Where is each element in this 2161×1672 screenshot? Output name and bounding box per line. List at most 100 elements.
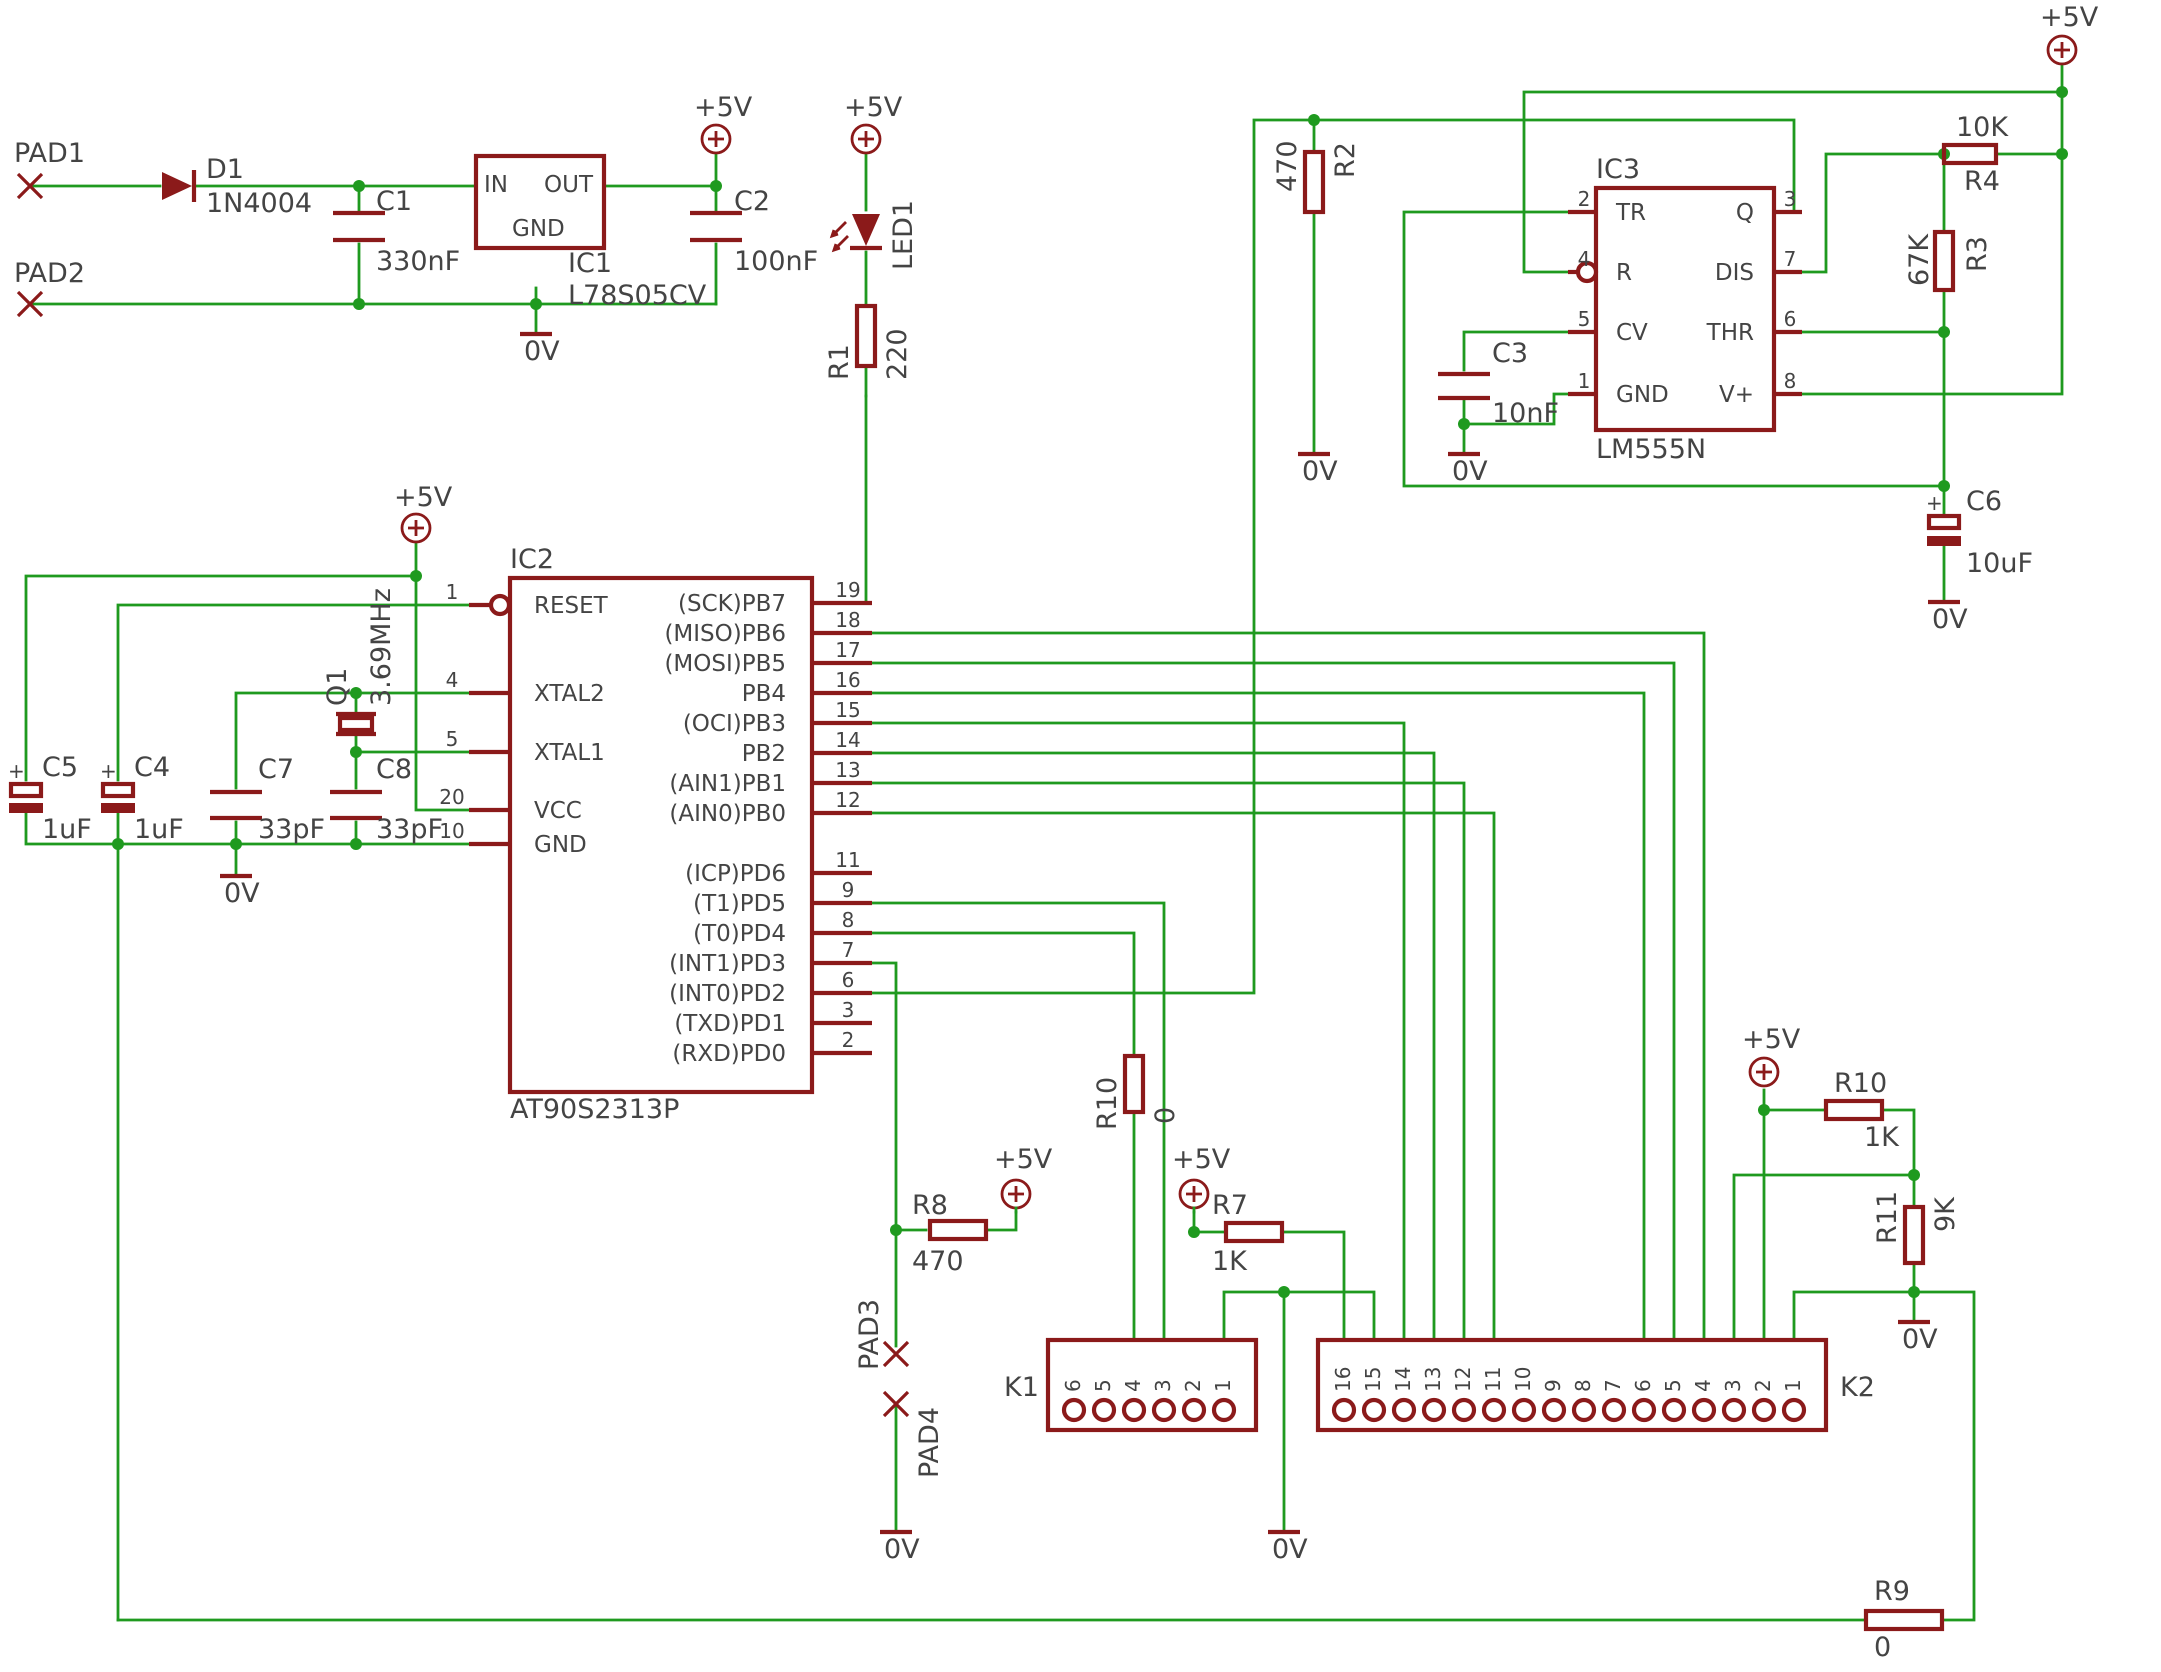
ic3-pin-number: 5: [1578, 307, 1591, 331]
svg-text:R7: R7: [1212, 1190, 1248, 1221]
svg-text:LM555N: LM555N: [1596, 434, 1706, 465]
r8-resistor: R8 470: [912, 1190, 989, 1277]
ic3-pin-label: THR: [1706, 320, 1754, 346]
ic3-pin-label: GND: [1616, 382, 1669, 408]
svg-text:0: 0: [1150, 1107, 1181, 1124]
ic2-pin-label: (T1)PD5: [693, 891, 786, 917]
r10-resistor-zero: R10 0: [1092, 1053, 1181, 1130]
svg-text:220: 220: [882, 328, 913, 380]
ic2-pin-label: (RXD)PD0: [672, 1041, 786, 1067]
ic2-microcontroller: IC2 AT90S2313P 1RESET4XTAL25XTAL120VCC10…: [439, 544, 872, 1125]
svg-text:1uF: 1uF: [42, 814, 92, 845]
svg-text:+5V: +5V: [2040, 2, 2099, 33]
svg-text:PAD4: PAD4: [914, 1407, 945, 1478]
svg-text:67K: 67K: [1904, 233, 1935, 286]
ic2-pin-label: (MISO)PB6: [664, 621, 786, 647]
svg-text:IC3: IC3: [1596, 154, 1640, 185]
r1-resistor: R1 220: [824, 303, 913, 380]
pad4: PAD4: [882, 1390, 945, 1478]
svg-text:L78S05CV: L78S05CV: [568, 280, 707, 311]
gnd-symbol-6: 0V: [1898, 1319, 1938, 1355]
connector-pin: [1751, 1397, 1777, 1423]
svg-text:0V: 0V: [1302, 456, 1338, 487]
connector-pin-number: 12: [1451, 1367, 1475, 1392]
ic3-pin-number: 3: [1784, 187, 1797, 211]
ic2-pin-number: 17: [835, 638, 860, 662]
svg-text:+: +: [1926, 491, 1943, 515]
connector-pin-number: 15: [1361, 1367, 1385, 1392]
ic3-pin-number: 4: [1578, 247, 1591, 271]
svg-text:D1: D1: [206, 154, 244, 185]
pad2: PAD2: [14, 258, 85, 318]
connector-pin: [1571, 1397, 1597, 1423]
ic3-pin-label: Q: [1736, 200, 1754, 226]
ic2-pin-label: (T0)PD4: [693, 921, 786, 947]
ic2-pin-number: 2: [842, 1028, 855, 1052]
svg-text:R8: R8: [912, 1190, 948, 1221]
ic2-pin-number: 8: [842, 908, 855, 932]
ic2-pin-label: (OCI)PB3: [683, 711, 786, 737]
ic2-pin-label: (SCK)PB7: [678, 591, 786, 617]
svg-text:100nF: 100nF: [734, 246, 818, 277]
svg-text:33pF: 33pF: [376, 814, 443, 845]
vcc-symbol-3: +5V: [394, 482, 453, 544]
svg-text:C8: C8: [376, 754, 412, 785]
connector-pin-number: 10: [1511, 1367, 1535, 1392]
svg-text:Q1: Q1: [322, 668, 353, 706]
connector-pin-number: 4: [1121, 1379, 1145, 1392]
svg-text:0: 0: [1874, 1632, 1891, 1663]
ic2-pin-number: 7: [842, 938, 855, 962]
svg-text:R10: R10: [1834, 1068, 1887, 1099]
ic3-pin-number: 1: [1578, 369, 1591, 393]
svg-text:C5: C5: [42, 752, 78, 783]
ic2-pin-number: 20: [439, 785, 464, 809]
gnd-symbol-8: 0V: [1268, 1529, 1308, 1565]
gnd-symbol-3: 0V: [1298, 451, 1338, 487]
svg-text:470: 470: [1272, 140, 1303, 192]
svg-text:+5V: +5V: [694, 92, 753, 123]
ic1-regulator: IN OUT GND IC1 L78S05CV: [473, 153, 707, 311]
ic2-pin-label: RESET: [534, 593, 609, 619]
svg-text:LED1: LED1: [888, 200, 919, 270]
connector-pin-number: 5: [1091, 1379, 1115, 1392]
svg-text:9K: 9K: [1930, 1196, 1961, 1232]
connector-pin: [1721, 1397, 1747, 1423]
connector-pin: [1181, 1397, 1207, 1423]
ic2-pin-label: PB2: [742, 741, 786, 767]
connector-pin-number: 2: [1751, 1379, 1775, 1392]
ic2-pin-number: 13: [835, 758, 860, 782]
c4-capacitor: + C4 1uF: [100, 752, 184, 845]
connector-pin: [1121, 1397, 1147, 1423]
gnd-symbol-1: 0V: [520, 331, 560, 367]
ic2-pin-number: 1: [446, 580, 459, 604]
ic2-pin-label: (TXD)PD1: [674, 1011, 786, 1037]
connector-pin: [1151, 1397, 1177, 1423]
svg-text:10uF: 10uF: [1966, 548, 2033, 579]
d1-diode: D1 1N4004: [162, 154, 312, 219]
connector-pin-number: 4: [1691, 1379, 1715, 1392]
svg-text:R3: R3: [1962, 236, 1993, 272]
svg-text:10K: 10K: [1956, 112, 2009, 143]
vcc-symbol-6: +5V: [994, 1144, 1053, 1214]
connector-pin-number: 5: [1661, 1379, 1685, 1392]
gnd-symbol-7: 0V: [880, 1529, 920, 1565]
r2-resistor: 470 R2: [1272, 140, 1361, 215]
led1: LED1: [829, 200, 919, 270]
ic2-pin-label: GND: [534, 832, 587, 858]
svg-text:0V: 0V: [1902, 1324, 1938, 1355]
svg-text:0V: 0V: [1932, 604, 1968, 635]
ic2-pin-number: 4: [446, 668, 459, 692]
vcc-symbol-2: +5V: [844, 92, 903, 155]
connector-pin-number: 13: [1421, 1367, 1445, 1392]
ic3-pin-label: TR: [1615, 200, 1646, 226]
connector-pin-number: 6: [1061, 1379, 1085, 1392]
r4-resistor: 10K R4: [1941, 112, 2009, 197]
connector-pin-number: 3: [1721, 1379, 1745, 1392]
svg-text:C2: C2: [734, 186, 770, 217]
ic3-pin-number: 8: [1784, 369, 1797, 393]
ic2-pin-number: 5: [446, 727, 459, 751]
svg-text:1uF: 1uF: [134, 814, 184, 845]
svg-text:K1: K1: [1004, 1372, 1039, 1403]
ic2-pin-label: (INT0)PD2: [669, 981, 786, 1007]
